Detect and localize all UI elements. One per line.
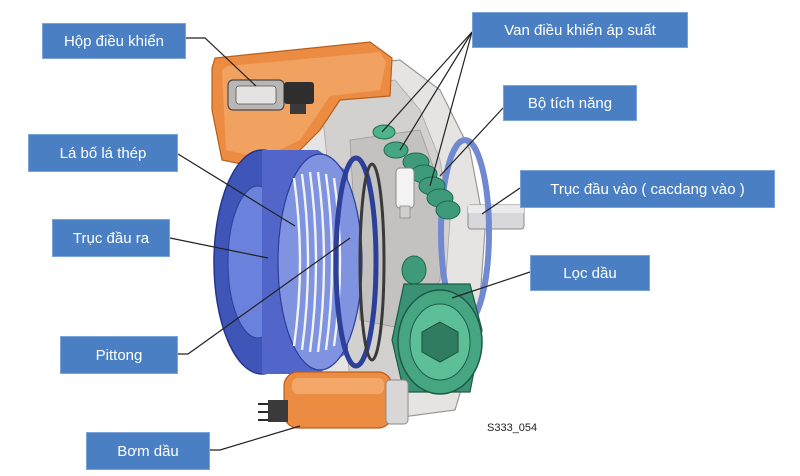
label-piston: Pittong [60, 336, 178, 374]
label-clutch-plates: Lá bố lá thép [28, 134, 178, 172]
label-accumulator: Bộ tích năng [503, 85, 637, 121]
label-oil-filter: Lọc dầu [530, 255, 650, 291]
label-input-shaft: Trục đầu vào ( cacdang vào ) [520, 170, 775, 208]
label-control-box: Hộp điều khiển [42, 23, 186, 59]
leader-lines [169, 31, 531, 451]
control-box-unit [211, 41, 393, 169]
clutch-pack [213, 149, 386, 375]
oil-filter-unit [391, 255, 483, 395]
oil-pump-unit [258, 371, 409, 429]
label-pressure-valve: Van điều khiển áp suất [472, 12, 688, 48]
label-oil-pump: Bơm dầu [86, 432, 210, 470]
figure-code: S333_054 [487, 422, 538, 434]
label-output-shaft: Trục đầu ra [52, 219, 170, 257]
